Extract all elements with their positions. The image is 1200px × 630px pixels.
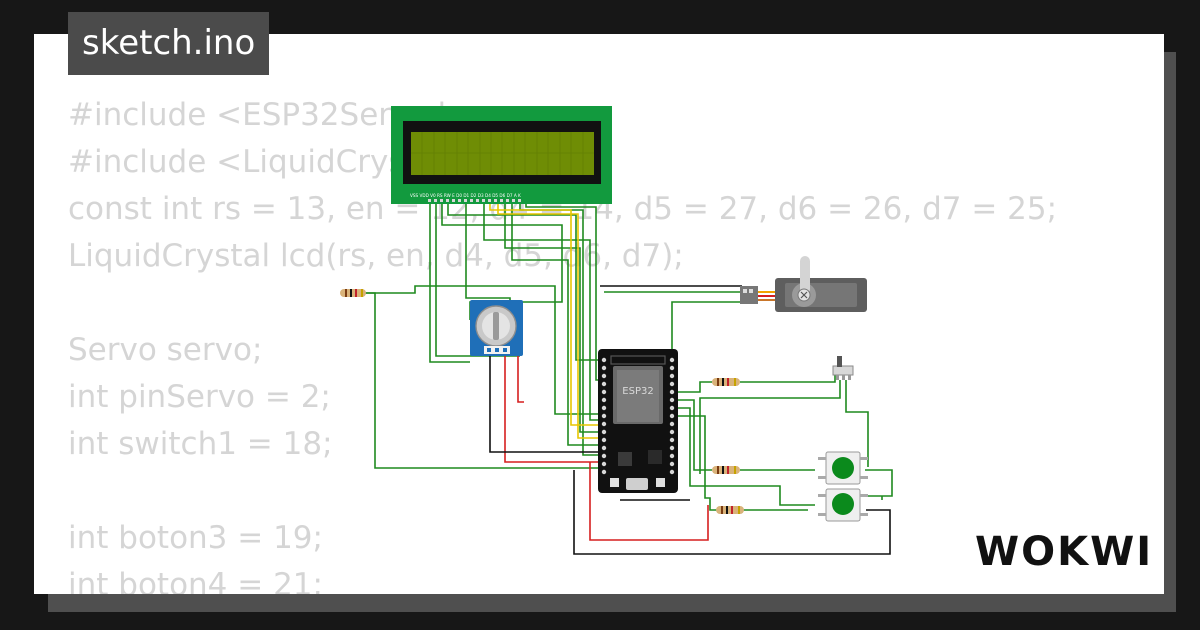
slide-switch[interactable] — [832, 356, 854, 380]
wokwi-logo: WOKWI — [975, 529, 1153, 575]
code-line: int switch1 = 18; — [68, 426, 333, 462]
esp32-pin-headers — [601, 357, 675, 475]
pushbutton[interactable] — [818, 488, 868, 522]
wires — [345, 200, 893, 555]
lcd-pins — [428, 199, 521, 202]
lcd-character-grid — [411, 132, 594, 175]
code-line: int boton3 = 19; — [68, 520, 323, 556]
code-line: const int rs = 13, en = 12, d4 = 14, d5 … — [68, 191, 1058, 227]
pushbutton[interactable] — [818, 451, 868, 485]
resistor[interactable] — [340, 289, 366, 297]
pot-pins — [487, 348, 507, 352]
resistors — [340, 289, 744, 514]
code-line: int pinServo = 2; — [68, 379, 331, 415]
resistor[interactable] — [716, 506, 744, 514]
filename-tab[interactable]: sketch.ino — [68, 12, 270, 75]
red-wires — [504, 352, 709, 541]
green-wires — [345, 200, 893, 511]
potentiometer[interactable] — [470, 300, 523, 356]
servo-motor[interactable] — [740, 256, 867, 312]
code-line: Servo servo; — [68, 332, 263, 368]
lcd-pin-labels: VSS VDD V0 RS RW E D0 D1 D2 D3 D4 D5 D6 … — [410, 193, 521, 198]
lcd-display[interactable]: VSS VDD V0 RS RW E D0 D1 D2 D3 D4 D5 D6 … — [391, 106, 612, 204]
code-line: int boton4 = 21; — [68, 567, 323, 594]
yellow-wires — [489, 200, 600, 439]
esp32-board[interactable]: ESP32 — [598, 349, 678, 493]
resistor[interactable] — [712, 466, 740, 474]
wokwi-logo-text: WOKWI — [975, 529, 1153, 575]
esp32-label: ESP32 — [622, 386, 653, 397]
code-line: LiquidCrystal lcd(rs, en, d4, d5, d6, d7… — [68, 238, 684, 274]
black-wires — [489, 285, 891, 555]
code-background: #include <ESP32Servo.h> #include <Liquid… — [68, 92, 1164, 594]
resistor[interactable] — [712, 378, 740, 386]
